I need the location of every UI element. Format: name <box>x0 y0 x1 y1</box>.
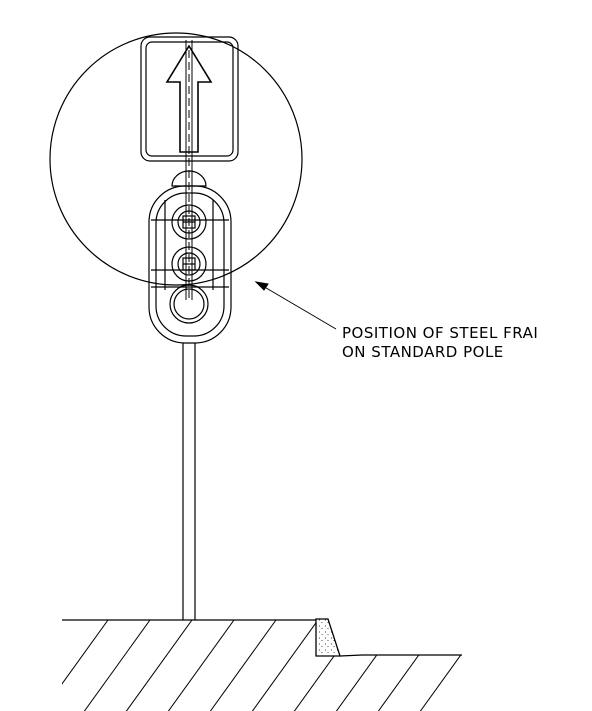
plain-lamp-bottom <box>169 284 209 324</box>
hatched-ground <box>62 619 462 711</box>
kerb-stone <box>315 618 341 657</box>
pedestrian-lamp-middle <box>171 246 207 282</box>
standard-pole <box>182 343 196 620</box>
annotation-line-2: ON STANDARD POLE <box>342 343 504 361</box>
signal-hood <box>171 170 207 187</box>
pedestrian-lamp-top <box>171 204 207 240</box>
mounting-bracket <box>185 40 193 300</box>
traffic-signal-head <box>148 185 232 344</box>
annotation-leader <box>254 281 337 330</box>
detail-circle <box>49 32 303 286</box>
annotation-line-1: POSITION OF STEEL FRAI <box>342 324 538 342</box>
